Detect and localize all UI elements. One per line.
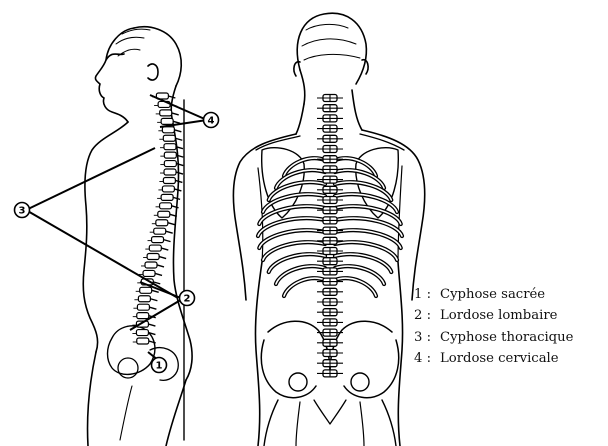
side-vertebra: [152, 220, 175, 226]
side-vertebra: [145, 245, 168, 251]
back-vertebra: [317, 186, 343, 193]
back-vertebra: [317, 197, 343, 204]
legend-label: Lordose cervicale: [440, 348, 559, 369]
legend-label: Cyphose sacrée: [440, 284, 545, 305]
side-vertebra: [157, 118, 180, 124]
side-vertebra: [156, 203, 179, 209]
callout-marker-3: 3: [15, 203, 30, 218]
legend-label: Lordose lombaire: [440, 305, 557, 326]
legend-number: 1 :: [414, 284, 440, 305]
side-vertebra: [139, 270, 162, 276]
side-vertebra: [148, 237, 171, 243]
side-vertebra: [143, 254, 166, 260]
back-vertebra: [317, 370, 343, 377]
back-vertebra: [317, 299, 343, 306]
legend-item-1: 1 : Cyphose sacrée: [414, 284, 606, 305]
legend-item-4: 4 : Lordose cervicale: [414, 348, 606, 369]
callout-marker-4: 4: [204, 113, 219, 128]
side-vertebra: [160, 152, 183, 158]
back-vertebra: [317, 339, 343, 346]
legend-label: Cyphose thoracique: [440, 327, 573, 348]
back-vertebra: [317, 105, 343, 112]
side-vertebra: [150, 228, 173, 234]
side-vertebra: [141, 262, 164, 268]
callout-lines: [26, 95, 207, 360]
side-vertebra: [154, 211, 177, 217]
side-view-figure: [83, 27, 192, 446]
legend: 1 : Cyphose sacrée 2 : Lordose lombaire …: [414, 284, 606, 369]
back-vertebra: [317, 125, 343, 132]
side-vertebra: [159, 135, 182, 141]
side-vertebra: [132, 330, 155, 336]
side-vertebra: [133, 304, 156, 310]
back-vertebra: [317, 350, 343, 357]
back-vertebra: [317, 288, 343, 295]
back-vertebra: [317, 95, 343, 102]
legend-number: 2 :: [414, 305, 440, 326]
side-vertebra: [160, 144, 183, 150]
back-vertebra: [317, 146, 343, 153]
back-vertebra: [317, 309, 343, 316]
side-vertebra: [160, 161, 183, 167]
callout-marker-2: 2: [180, 291, 195, 306]
legend-item-3: 3 : Cyphose thoracique: [414, 327, 606, 348]
back-vertebra: [317, 258, 343, 265]
back-vertebra: [317, 319, 343, 326]
callout-line-3a: [26, 148, 155, 210]
side-vertebra: [156, 110, 179, 116]
legend-item-2: 2 : Lordose lombaire: [414, 305, 606, 326]
callout-number-3: 3: [19, 206, 26, 217]
legend-number: 3 :: [414, 327, 440, 348]
legend-number: 4 :: [414, 348, 440, 369]
back-vertebra: [317, 115, 343, 122]
back-vertebra: [317, 135, 343, 142]
side-vertebra: [134, 296, 157, 302]
callout-number-1: 1: [156, 361, 163, 372]
side-vertebra: [160, 169, 183, 175]
back-vertebra: [317, 360, 343, 367]
callout-marker-1: 1: [152, 358, 167, 373]
callout-number-4: 4: [208, 116, 215, 127]
callout-number-2: 2: [184, 294, 191, 305]
